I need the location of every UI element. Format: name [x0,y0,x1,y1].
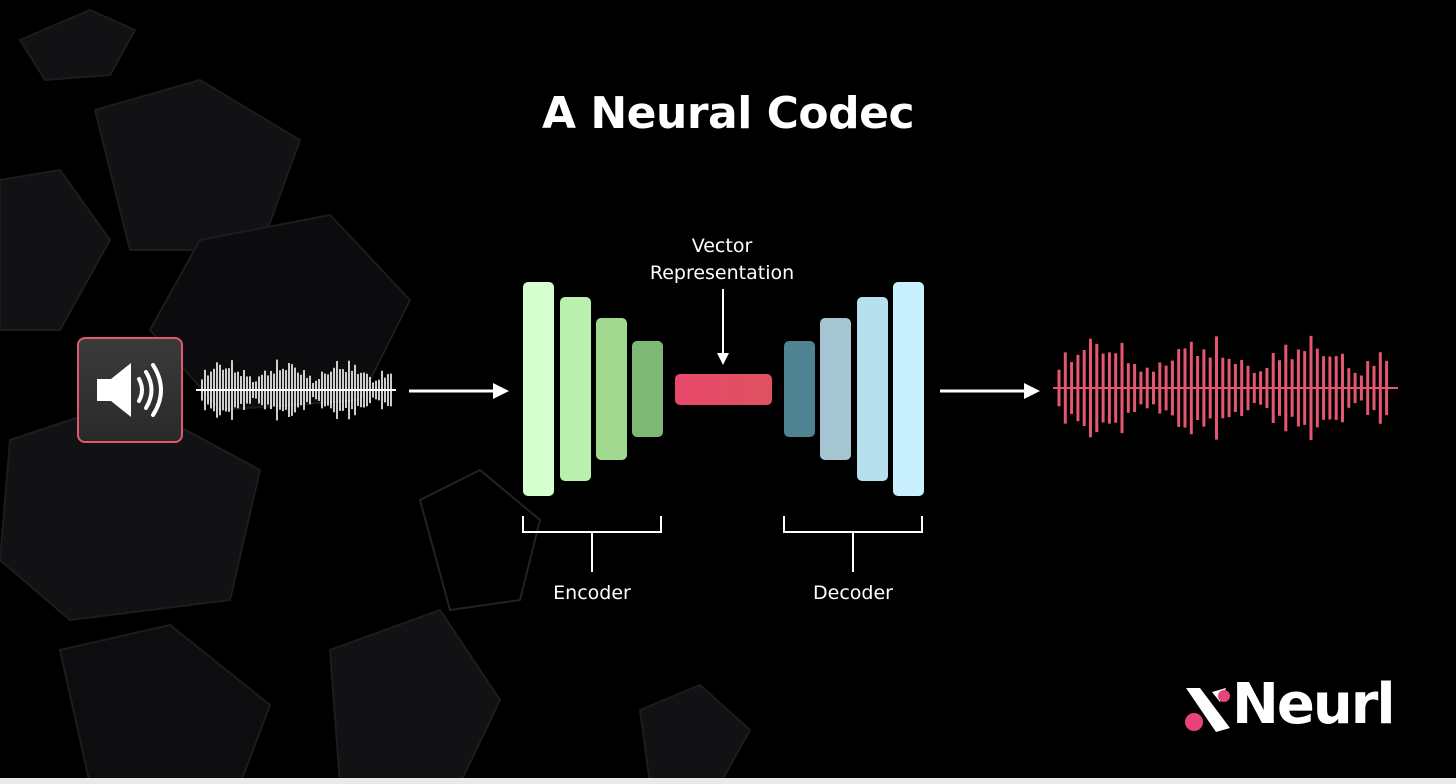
arrow-to-encoder [409,383,509,399]
arrow-to-output [940,383,1040,399]
speaker-volume-icon [97,363,163,417]
brand-name: Neurl [1232,672,1396,737]
encoder-layer-1 [523,282,554,496]
encoder-layer-3 [596,318,627,460]
vector-pointer-arrow [717,289,729,365]
decoder-layer-1 [784,341,815,437]
vector-label-line2: Representation [649,262,795,284]
decoder-layer-4 [893,282,924,496]
decoder-layer-2 [820,318,851,460]
encoder-layer-4 [632,341,663,437]
vector-label-line1: Vector [691,235,753,257]
diagram-title: A Neural Codec [541,88,915,139]
input-waveform-icon [196,359,396,421]
decoder-bracket [783,516,923,572]
output-waveform-icon [1053,335,1398,441]
encoder-bracket [522,516,662,572]
decoder-layer-3 [857,297,888,481]
neurl-logo-icon [1185,688,1230,732]
encoder-layer-2 [560,297,591,481]
vector-representation-bar [675,374,772,405]
decoder-label: Decoder [813,582,893,604]
bottom-strip [0,778,1456,784]
encoder-label: Encoder [553,582,631,604]
speaker-box [77,337,183,443]
vector-label: Vector Representation [622,233,822,287]
